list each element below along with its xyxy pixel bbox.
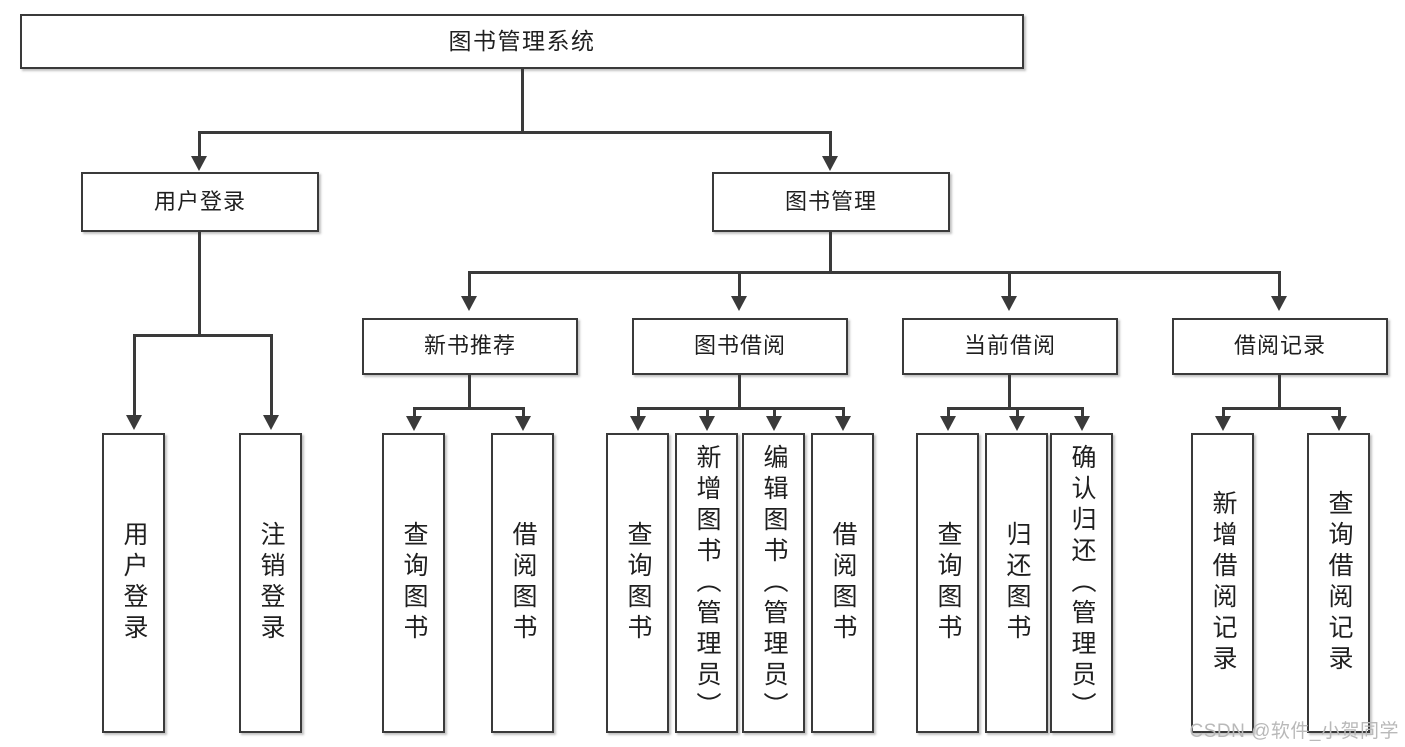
node-label: 归还图书 (1003, 521, 1031, 645)
node-current-borrow[interactable]: 当前借阅 (902, 318, 1118, 375)
node-borrow-record[interactable]: 借阅记录 (1172, 318, 1388, 375)
arrow-icon-bb-child-1 (630, 416, 646, 431)
connector-nbr-bar (413, 407, 525, 410)
node-label: 查询借阅记录 (1325, 490, 1353, 676)
leaf-book-borrow-query-book[interactable]: 查询图书 (606, 433, 669, 733)
connector-bm-child-1 (468, 271, 471, 297)
leaf-current-borrow-return-book[interactable]: 归还图书 (985, 433, 1048, 733)
connector-nbr-child-2 (522, 407, 525, 417)
connector-root-bar (198, 131, 831, 134)
node-label: 图书借阅 (693, 333, 786, 359)
arrow-icon-user-login-child-2 (263, 415, 279, 430)
connector-book-management-bar (468, 271, 1280, 274)
leaf-borrow-record-query-record[interactable]: 查询借阅记录 (1307, 433, 1370, 733)
arrow-icon-br-child-1 (1215, 416, 1231, 431)
arrow-icon-root-to-user-login (191, 156, 207, 171)
connector-user-login-child-1 (133, 334, 136, 416)
node-label: 新增图书（管理员） (693, 443, 721, 723)
node-label: 用户登录 (120, 521, 148, 645)
leaf-borrow-record-add-record[interactable]: 新增借阅记录 (1191, 433, 1254, 733)
node-book-management[interactable]: 图书管理 (712, 172, 950, 232)
connector-user-login-stem (198, 232, 201, 336)
node-label: 当前借阅 (963, 333, 1056, 359)
connector-bb-stem (738, 375, 741, 408)
connector-cb-stem (1008, 375, 1011, 408)
node-book-borrow[interactable]: 图书借阅 (632, 318, 848, 375)
arrow-icon-bb-child-3 (766, 416, 782, 431)
arrow-icon-bm-child-1 (461, 296, 477, 311)
node-label: 借阅记录 (1233, 333, 1326, 359)
connector-br-stem (1278, 375, 1281, 408)
arrow-icon-user-login-child-1 (126, 415, 142, 430)
arrow-icon-br-child-2 (1331, 416, 1347, 431)
connector-cb-child-1 (947, 407, 950, 417)
node-label: 图书管理 (784, 188, 877, 214)
node-label: 查询图书 (400, 521, 428, 645)
connector-bb-child-4 (842, 407, 845, 417)
connector-bb-child-2 (706, 407, 709, 417)
connector-bm-child-2 (738, 271, 741, 297)
node-root-book-management-system[interactable]: 图书管理系统 (20, 14, 1024, 69)
connector-cb-bar (947, 407, 1083, 410)
connector-bb-child-1 (637, 407, 640, 417)
leaf-current-borrow-confirm-return-admin[interactable]: 确认归还（管理员） (1050, 433, 1113, 733)
node-label: 查询图书 (624, 521, 652, 645)
node-label: 用户登录 (153, 188, 246, 214)
node-label: 编辑图书（管理员） (760, 443, 788, 723)
node-label: 确认归还（管理员） (1068, 443, 1096, 723)
leaf-book-borrow-borrow-book[interactable]: 借阅图书 (811, 433, 874, 733)
connector-nbr-child-1 (413, 407, 416, 417)
connector-root-stem (521, 69, 524, 132)
node-label: 借阅图书 (829, 521, 857, 645)
connector-cb-child-3 (1081, 407, 1084, 417)
leaf-new-book-borrow-book[interactable]: 借阅图书 (491, 433, 554, 733)
connector-book-management-stem (829, 232, 832, 272)
connector-root-to-user-login (198, 131, 201, 157)
connector-nbr-stem (468, 375, 471, 408)
connector-bb-child-3 (773, 407, 776, 417)
connector-cb-child-2 (1016, 407, 1019, 417)
leaf-user-login-login[interactable]: 用户登录 (102, 433, 165, 733)
connector-br-child-1 (1222, 407, 1225, 417)
arrow-icon-cb-child-1 (940, 416, 956, 431)
arrow-icon-bb-child-4 (835, 416, 851, 431)
leaf-book-borrow-add-book-admin[interactable]: 新增图书（管理员） (675, 433, 738, 733)
connector-br-child-2 (1338, 407, 1341, 417)
connector-user-login-child-2 (270, 334, 273, 416)
leaf-book-borrow-edit-book-admin[interactable]: 编辑图书（管理员） (742, 433, 805, 733)
arrow-icon-nbr-child-1 (406, 416, 422, 431)
arrow-icon-bm-child-4 (1271, 296, 1287, 311)
csdn-watermark: CSDN @软件_小贺同学 (1189, 721, 1399, 742)
node-label: 新增借阅记录 (1209, 490, 1237, 676)
node-new-book-recommend[interactable]: 新书推荐 (362, 318, 578, 375)
node-user-login[interactable]: 用户登录 (81, 172, 319, 232)
arrow-icon-bm-child-3 (1001, 296, 1017, 311)
node-label: 图书管理系统 (448, 28, 596, 55)
node-label: 注销登录 (257, 521, 285, 645)
connector-user-login-bar (133, 334, 273, 337)
leaf-current-borrow-query-book[interactable]: 查询图书 (916, 433, 979, 733)
node-label: 借阅图书 (509, 521, 537, 645)
arrow-icon-cb-child-2 (1009, 416, 1025, 431)
connector-bb-bar (637, 407, 845, 410)
node-label: 新书推荐 (423, 333, 516, 359)
connector-bm-child-3 (1008, 271, 1011, 297)
leaf-user-login-logout[interactable]: 注销登录 (239, 433, 302, 733)
node-label: 查询图书 (934, 521, 962, 645)
connector-root-to-book-management (829, 131, 832, 157)
arrow-icon-bb-child-2 (699, 416, 715, 431)
connector-br-bar (1222, 407, 1340, 410)
leaf-new-book-query-book[interactable]: 查询图书 (382, 433, 445, 733)
arrow-icon-bm-child-2 (731, 296, 747, 311)
arrow-icon-root-to-book-management (822, 156, 838, 171)
arrow-icon-cb-child-3 (1074, 416, 1090, 431)
connector-bm-child-4 (1278, 271, 1281, 297)
arrow-icon-nbr-child-2 (515, 416, 531, 431)
